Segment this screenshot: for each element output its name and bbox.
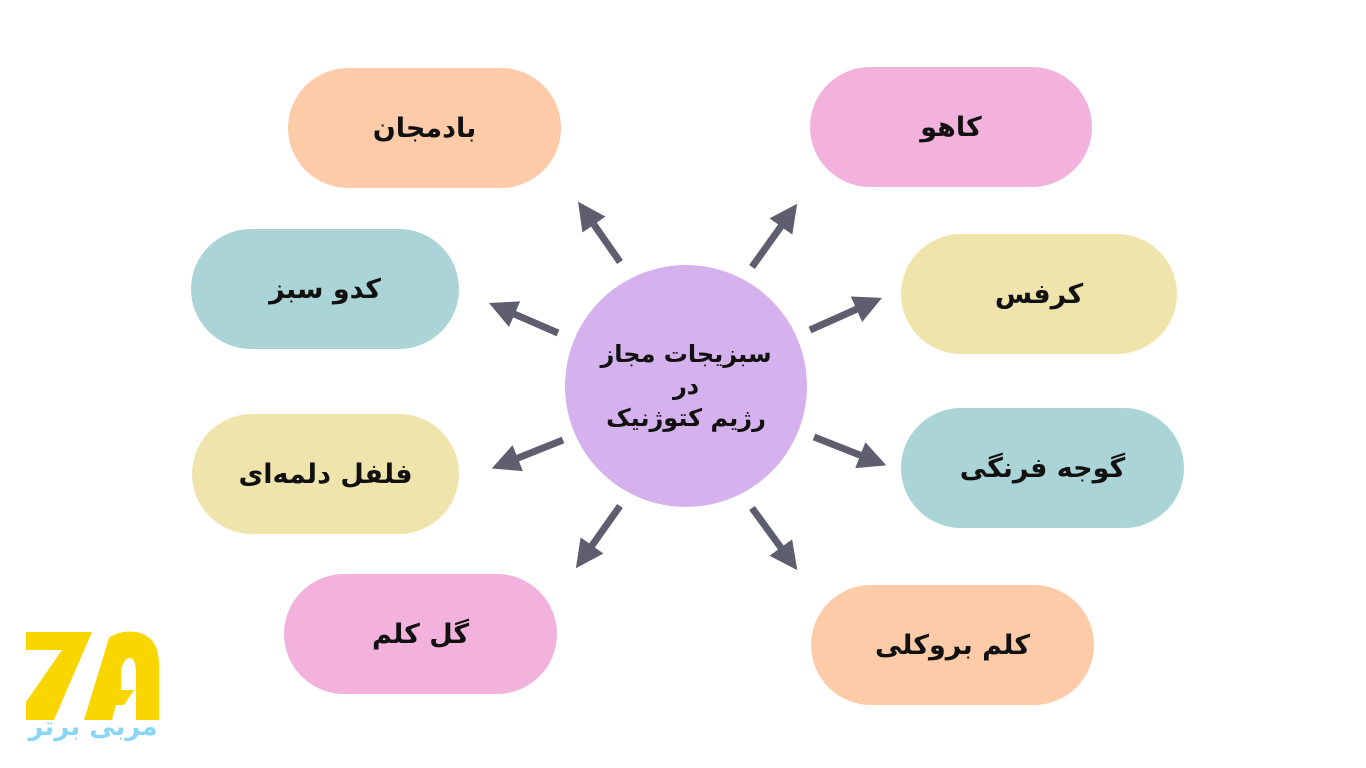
logo-mark — [26, 631, 159, 720]
arrow-to-cauliflower — [575, 503, 623, 569]
arrow-to-celery — [808, 296, 882, 334]
arrow-to-broccoli — [749, 505, 798, 571]
center-line-3: رژیم کتوژنیک — [606, 404, 766, 432]
item-tomato: گوجه فرنگی — [901, 408, 1184, 528]
center-line-1: سبزیجات مجاز — [600, 340, 772, 368]
item-bell-pepper: فلفل دلمه‌ای — [192, 414, 459, 534]
center-line-2: در — [672, 372, 700, 400]
logo-text: مربی برتر — [28, 712, 158, 742]
center-topic: سبزیجات مجاز در رژیم کتوژنیک — [565, 265, 807, 507]
item-eggplant: بادمجان — [288, 68, 561, 188]
item-broccoli: کلم بروکلی — [811, 585, 1094, 705]
item-celery: کرفس — [901, 234, 1177, 354]
arrow-to-lettuce — [749, 203, 798, 270]
item-zucchini: کدو سبز — [191, 229, 459, 349]
arrow-to-bell-pepper — [491, 436, 565, 472]
arrow-to-tomato — [812, 433, 887, 469]
item-lettuce: کاهو — [810, 67, 1092, 187]
arrow-to-zucchini — [488, 301, 560, 337]
item-cauliflower: گل کلم — [284, 574, 557, 694]
arrow-to-eggplant — [578, 201, 623, 264]
